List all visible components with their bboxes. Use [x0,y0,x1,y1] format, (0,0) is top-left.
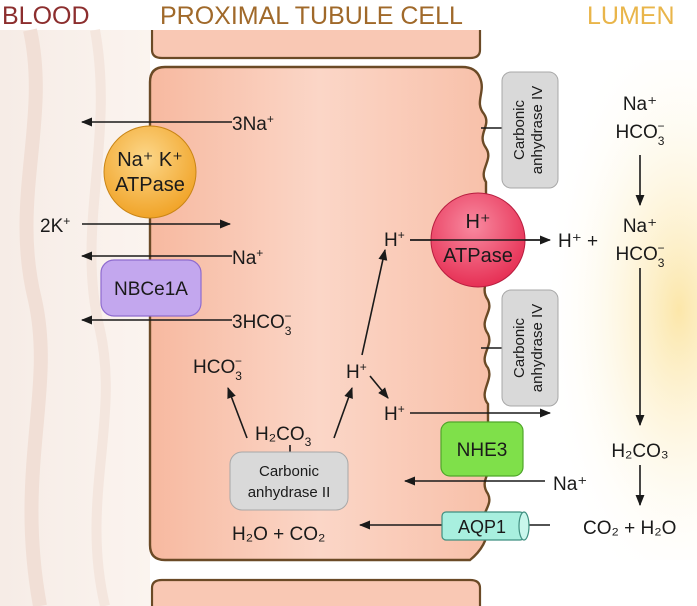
nak-atpase-line1: Na⁺ K⁺ [117,149,183,171]
ca4-top-line2: anhydrase IV [529,86,546,174]
arrow-h-down [369,375,389,399]
nak-atpase: Na⁺ K⁺ ATPase [103,125,197,219]
nbce1a-label: NBCe1A [114,279,188,300]
blood-region [0,28,150,606]
label-2k: 2K+ [40,214,70,237]
h-atpase: H⁺ ATPase [410,192,546,288]
adjacent-cell-bottom [150,578,482,606]
ca4-bottom-line1: Carbonic [511,317,528,378]
h-atpase-line2: ATPase [443,245,513,267]
label-3na: 3Na+ [232,112,274,135]
label-na-nbce: Na+ [232,246,263,269]
label-3hco3: 3HCO3− [232,309,292,338]
label-na-lumen-mid: Na⁺ [623,216,657,237]
label-h2co3-lumen: H₂CO₃ [611,441,668,462]
label-co2-h2o-lumen: CO₂ + H₂O [583,518,676,539]
arrow-h2co3-to-hco3 [227,386,248,439]
h-atpase-line1: H⁺ [466,211,491,233]
header-lumen: LUMEN [587,2,675,30]
aqp1-label: AQP1 [458,517,506,537]
label-h2o-co2-cell: H₂O + CO₂ [232,524,325,545]
nhe3: NHE3 [440,421,524,477]
carbonic-anhydrase-ii: Carbonic anhydrase II [229,451,349,511]
label-h-lumen: H⁺ + [558,231,598,252]
nak-atpase-line2: ATPase [115,174,185,196]
label-hco3-lumen-top: HCO3− [616,119,665,148]
ca2-line1: Carbonic [259,463,320,480]
ca4-bottom-line2: anhydrase IV [529,304,546,392]
ca2-line2: anhydrase II [248,484,331,501]
label-h-top: H+ [384,228,405,251]
label-h-mid: H+ [346,360,367,383]
carbonic-anhydrase-iv-top: Carbonic anhydrase IV [501,71,559,189]
nhe3-label: NHE3 [457,440,508,461]
carbonic-anhydrase-iv-bottom: Carbonic anhydrase IV [501,289,559,407]
label-na-nhe: Na⁺ [553,474,587,495]
label-h2co3-cell: H₂CO3 [255,424,312,449]
aqp1: AQP1 [441,511,530,541]
nbce1a: NBCe1A [100,259,202,317]
label-na-lumen-top: Na⁺ [623,94,657,115]
label-hco3-lumen-mid: HCO3− [616,241,665,270]
proximal-tubule-cell [148,65,491,562]
header-blood: BLOOD [2,2,90,30]
header-cell: PROXIMAL TUBULE CELL [160,2,463,30]
arrow-h2co3-to-h [333,386,353,439]
arrow-h-up [361,248,388,356]
adjacent-cell-top [150,30,482,60]
label-h-nhe: H+ [384,402,405,425]
label-hco3-cell: HCO3− [193,354,242,383]
ca4-top-line1: Carbonic [511,99,528,160]
